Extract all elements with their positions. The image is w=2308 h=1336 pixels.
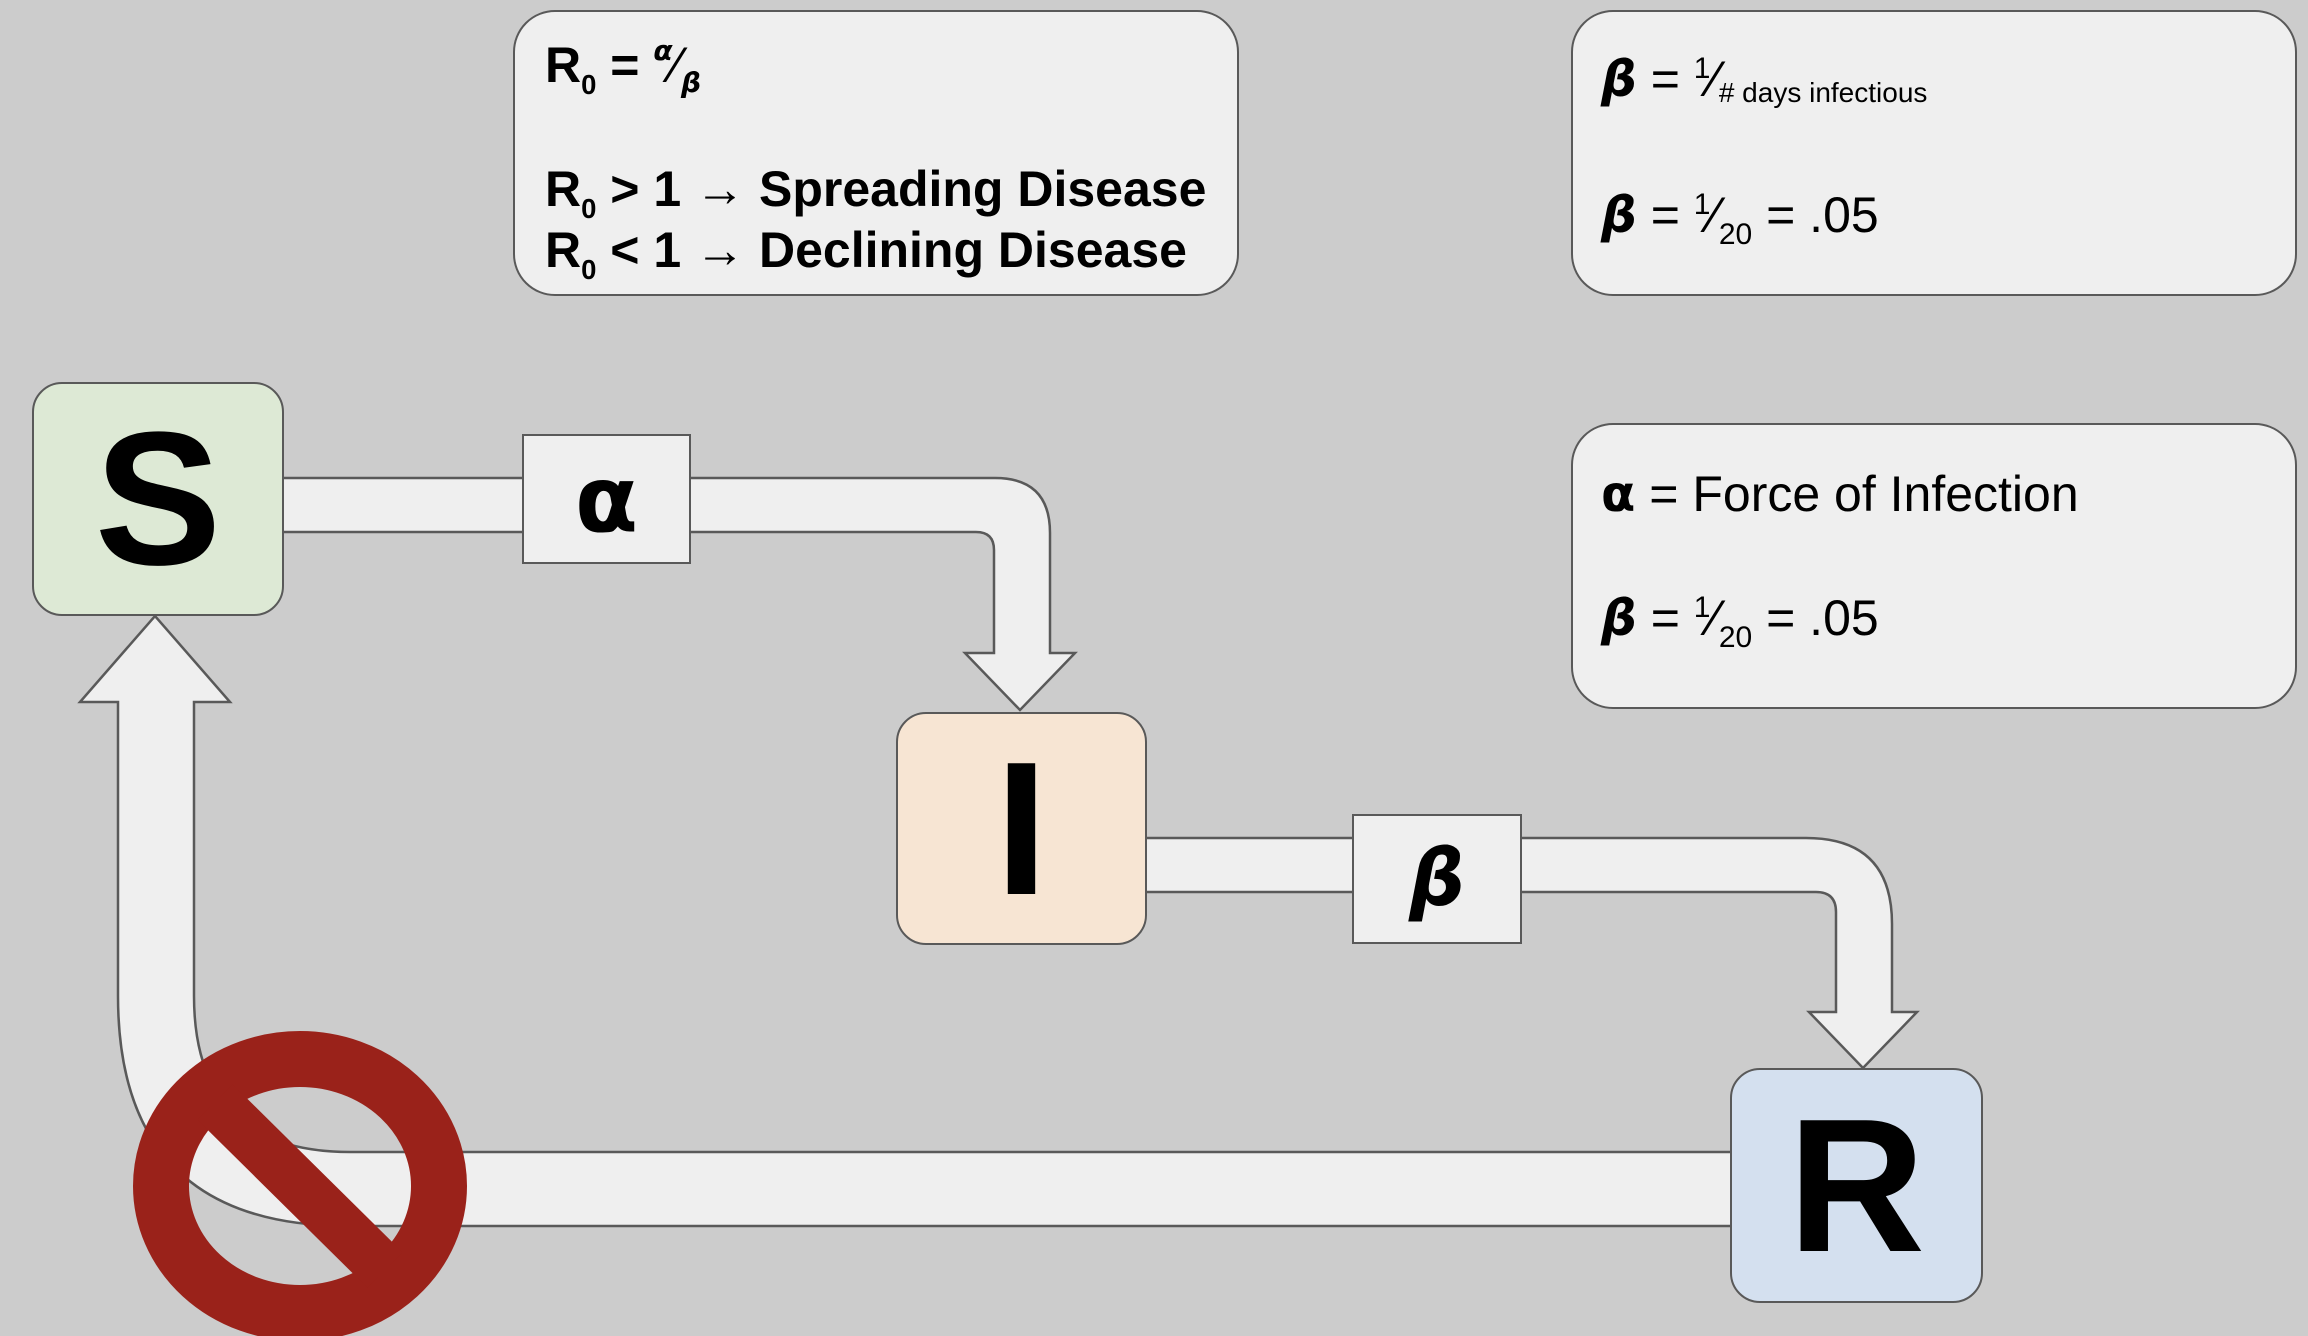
beta-info-box: β = 1⁄# days infectious β = 1⁄20 = .05 bbox=[1571, 10, 2297, 296]
beta-definition: β = 1⁄# days infectious bbox=[1601, 50, 1928, 108]
alpha-rate-label: α bbox=[522, 434, 691, 564]
recovered-node: R bbox=[1730, 1068, 1983, 1303]
beta-value: β = 1⁄20 = .05 bbox=[1601, 186, 1879, 251]
alpha-box-beta-value: β = 1⁄20 = .05 bbox=[1601, 589, 1879, 654]
alpha-definition: α = Force of Infection bbox=[1601, 465, 2079, 523]
alpha-info-box: α = Force of Infection β = 1⁄20 = .05 bbox=[1571, 423, 2297, 709]
infected-node: I bbox=[896, 712, 1147, 945]
r0-info-box: R0 = α⁄β R0 > 1 → Spreading Disease R0 <… bbox=[513, 10, 1239, 296]
i-to-r-arrow bbox=[1138, 836, 1920, 1070]
prohibition-sign-icon bbox=[133, 1031, 467, 1336]
r0-spreading-rule: R0 > 1 → Spreading Disease bbox=[545, 161, 1207, 225]
r0-formula: R0 = α⁄β bbox=[545, 34, 702, 101]
r0-declining-rule: R0 < 1 → Declining Disease bbox=[545, 222, 1187, 286]
beta-rate-label: β bbox=[1352, 814, 1522, 944]
susceptible-node: S bbox=[32, 382, 284, 616]
